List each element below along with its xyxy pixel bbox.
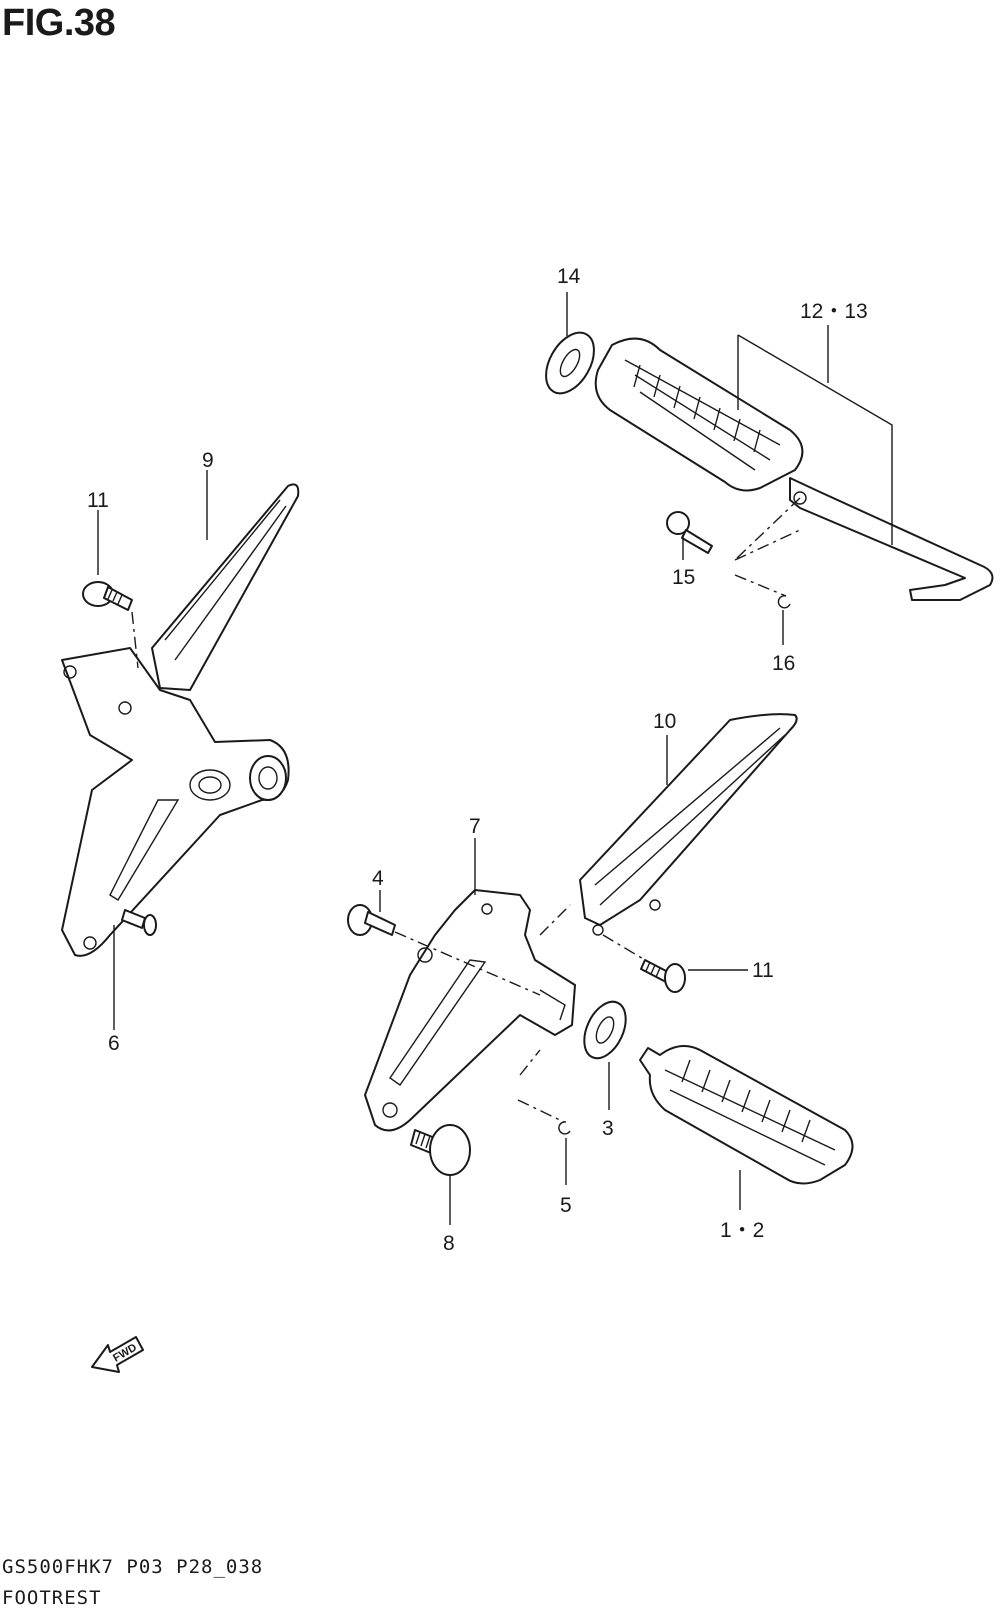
footrest-holder-7-part (364, 889, 576, 1132)
callout-9: 9 (202, 449, 214, 472)
bolt-8-part (410, 1124, 471, 1176)
clip-5-part (558, 1121, 571, 1135)
callout-7: 7 (469, 815, 481, 838)
callout-12-13: 12・13 (800, 300, 868, 323)
callout-8: 8 (443, 1232, 455, 1255)
callout-10: 10 (653, 710, 676, 733)
callout-1-2: 1・2 (720, 1219, 764, 1242)
bracket-10-part (579, 713, 798, 936)
callout-15: 15 (672, 566, 695, 589)
footpeg-arm-12-13-part (789, 477, 994, 601)
bolt-4-part (347, 904, 396, 936)
callout-14: 14 (557, 265, 581, 288)
pin-15-part (666, 511, 713, 554)
callout-6: 6 (108, 1032, 120, 1055)
clip-16-part (777, 595, 791, 609)
figure-title: FIG.38 (2, 2, 116, 44)
section-name-label: FOOTREST (2, 1587, 102, 1609)
footpeg-rubber-12-13-part (594, 337, 804, 492)
bolt-11-upper-part (82, 581, 133, 611)
washer-14-part (545, 331, 595, 395)
footpeg-1-2-part (639, 1045, 854, 1185)
model-code-label: GS500FHK7 P03 P28_038 (2, 1556, 264, 1578)
callout-11-upper: 11 (87, 489, 109, 512)
bracket-9-part (151, 483, 300, 691)
callout-5: 5 (560, 1194, 572, 1217)
washer-3-part (583, 1000, 627, 1060)
callout-3: 3 (602, 1117, 614, 1140)
footrest-bracket-left-part (61, 647, 290, 957)
callout-16: 16 (772, 652, 795, 675)
bolt-11-lower-part (640, 959, 686, 993)
callout-4: 4 (372, 867, 384, 890)
pin-6-part (121, 909, 157, 936)
callout-11-lower: 11 (752, 959, 774, 982)
fwd-arrow-icon: FWD (91, 1336, 144, 1373)
